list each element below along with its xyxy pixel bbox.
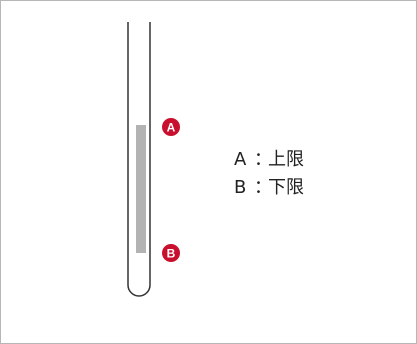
legend-letter-b: B (234, 177, 247, 198)
legend: A ： 上限 B ： 下限 (234, 146, 304, 202)
marker-b: B (162, 244, 180, 262)
legend-label-upper-limit: 上限 (268, 149, 304, 170)
legend-label-lower-limit: 下限 (268, 177, 304, 198)
marker-a: A (162, 118, 180, 136)
legend-item-a: A ： 上限 (234, 146, 304, 174)
legend-separator-b: ： (254, 177, 272, 198)
tube-outline (127, 22, 151, 297)
legend-separator-a: ： (254, 149, 272, 170)
marker-a-letter: A (167, 121, 176, 135)
legend-letter-a: A (234, 149, 247, 170)
legend-item-b: B ： 下限 (234, 174, 304, 202)
range-bar (136, 125, 146, 253)
marker-b-circle (162, 244, 180, 262)
marker-b-letter: B (167, 247, 176, 261)
marker-a-circle (162, 118, 180, 136)
